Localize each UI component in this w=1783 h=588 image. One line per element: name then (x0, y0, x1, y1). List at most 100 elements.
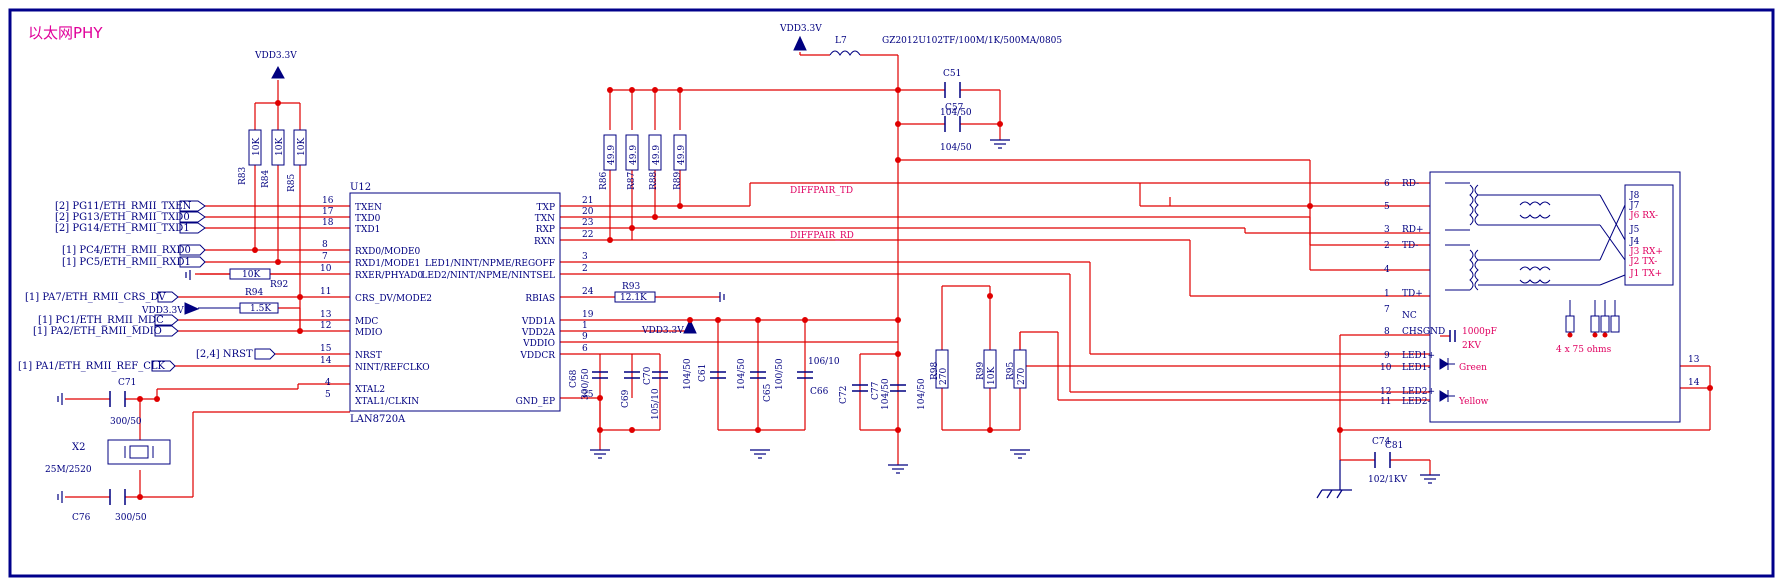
net-label: [2] PG13/ETH_RMII_TXD0 (55, 212, 190, 223)
resistor-ref: R85 (287, 173, 297, 192)
jack-pin-num: 7 (1384, 305, 1390, 315)
ic-pin-name: RXN (534, 237, 555, 247)
ferrite-part: GZ2012U102TF/100M/1K/500MA/0805 (882, 36, 1062, 46)
ic-pin-name: VDD2A (521, 328, 556, 338)
jack-contact: J5 (1629, 225, 1640, 235)
ic-pin-name: XTAL1/CLKIN (355, 397, 419, 407)
resistor-value: 49.9 (677, 145, 687, 165)
power-label: VDD3.3V (641, 326, 684, 336)
jack-pin-num: 4 (1384, 265, 1390, 275)
ic-pin-num: 25 (582, 390, 594, 400)
crystal-value: 25M/2520 (45, 465, 92, 475)
capacitor-value: 104/50 (917, 378, 927, 410)
jack-cap-voltage: 2KV (1462, 341, 1481, 351)
resistor-ref: R98 (930, 361, 940, 380)
capacitor-value: 104/50 (940, 108, 972, 118)
ic-pin-name: TXD1 (355, 225, 380, 235)
capacitor-ref: C68 (569, 369, 579, 388)
rj45-right-pins: J8 J7 J6 RX- J5 J4 J3 RX+ J2 TX- J1 TX+ (1629, 191, 1663, 279)
ic-pin-num: 15 (320, 344, 332, 354)
ic-pin-num: 8 (322, 240, 328, 250)
jack-contact: J2 TX- (1629, 257, 1657, 267)
ic-pin-name: NINT/REFCLKO (355, 363, 430, 373)
ferrite-bead (829, 50, 861, 56)
jack-pin-num: 8 (1384, 327, 1390, 337)
ic-pin-name: RXP (536, 225, 555, 235)
capacitor-ref: C81 (1385, 441, 1403, 451)
net-label: [1] PA2/ETH_RMII_MDIO (33, 326, 162, 337)
net-label: [1] PA7/ETH_RMII_CRS_DV (25, 292, 166, 303)
ic-pin-num: 14 (320, 356, 332, 366)
resistor-ref: R87 (627, 171, 637, 190)
capacitor-plates (109, 82, 1456, 505)
ic-pin-name: TXN (535, 214, 555, 224)
led2-color-label: Yellow (1458, 397, 1489, 407)
ic-pin-num: 9 (582, 332, 588, 342)
capacitor-value: 300/50 (110, 417, 142, 427)
jack-pin-num: 12 (1380, 387, 1391, 397)
capacitor-value: 104/50 (881, 378, 891, 410)
resistor-value: 10K (275, 138, 285, 156)
net-label: [1] PC1/ETH_RMII_MDC (38, 315, 164, 326)
capacitor-value: 104/50 (683, 358, 693, 390)
resistor-ref: R88 (649, 171, 659, 190)
jack-pin13: 13 (1688, 355, 1700, 365)
ic-pin-num: 13 (320, 310, 332, 320)
ic-pin-name: NRST (355, 351, 382, 361)
jack-pin-name: LED1+ (1402, 351, 1435, 361)
jack-pin-name: LED2+ (1402, 387, 1435, 397)
diffpair-td-label: DIFFPAIR_TD (790, 186, 853, 196)
ic-pin-num: 24 (582, 287, 594, 297)
jack-pin-name: CHSGND (1402, 327, 1445, 337)
ic-pin-name: RXD1/MODE1 (355, 259, 420, 269)
jack-pin-num: 1 (1384, 289, 1390, 299)
ic-pin-name: VDDIO (522, 339, 555, 349)
ic-pin-num: 10 (320, 264, 332, 274)
power-label: VDD3.3V (141, 306, 184, 316)
ic-pin-num: 2 (582, 264, 588, 274)
rj45-jack-body (1429, 171, 1681, 423)
ic-pin-num: 3 (582, 252, 588, 262)
jack-contact: J1 TX+ (1629, 269, 1662, 279)
resistor-value: 49.9 (607, 145, 617, 165)
crystal-ref: X2 (72, 442, 85, 453)
capacitor-value: 102/1KV (1368, 475, 1408, 485)
sheet-title: 以太网PHY (28, 24, 103, 42)
diffpair-rd-label: DIFFPAIR_RD (790, 231, 854, 241)
ferrite-ref: L7 (835, 36, 847, 46)
ic-part: LAN8720A (350, 414, 406, 425)
resistor-value: 49.9 (652, 145, 662, 165)
ic-pin-name: VDDCR (519, 351, 555, 361)
resistor-ref: R86 (599, 171, 609, 190)
ic-pin-num: 7 (322, 252, 328, 262)
capacitor-ref: C51 (943, 69, 961, 79)
ic-pin-name: GND_EP (516, 397, 555, 407)
capacitor-ref: C66 (810, 387, 829, 397)
led1-color-label: Green (1459, 363, 1487, 373)
jack-pin-num: 11 (1380, 397, 1391, 407)
capacitor-ref: C70 (643, 366, 653, 385)
capacitor-ref: C76 (72, 513, 91, 523)
ic-pin-num: 4 (325, 378, 331, 388)
ic-pin-num: 6 (582, 344, 588, 354)
jack-contact: J7 (1629, 201, 1640, 211)
ic-pin-num: 19 (582, 310, 594, 320)
jack-pin-name: TD+ (1402, 289, 1423, 299)
resistor-ref: R89 (673, 171, 683, 190)
jack-contact: J6 RX- (1629, 211, 1658, 221)
ic-body (349, 192, 561, 412)
ic-right-pins: TXP 21 TXN 20 RXP 23 RXN 22 LED1/NINT/NP… (421, 196, 593, 407)
jack-pin-num: 5 (1384, 202, 1390, 212)
capacitor-ref: C72 (839, 386, 849, 404)
ic-pin-num: 1 (582, 321, 588, 331)
jack-contact: J8 (1629, 191, 1640, 201)
terminator-label: 4 x 75 ohms (1556, 345, 1612, 355)
net-labels (151, 200, 276, 372)
resistor-value: 10K (242, 270, 260, 280)
sheet-border (8, 8, 1775, 578)
led-symbols (1439, 358, 1455, 402)
ic-pin-name: CRS_DV/MODE2 (355, 294, 432, 304)
resistor-value: 10K (252, 138, 262, 156)
resistor-ref: R92 (270, 280, 288, 290)
